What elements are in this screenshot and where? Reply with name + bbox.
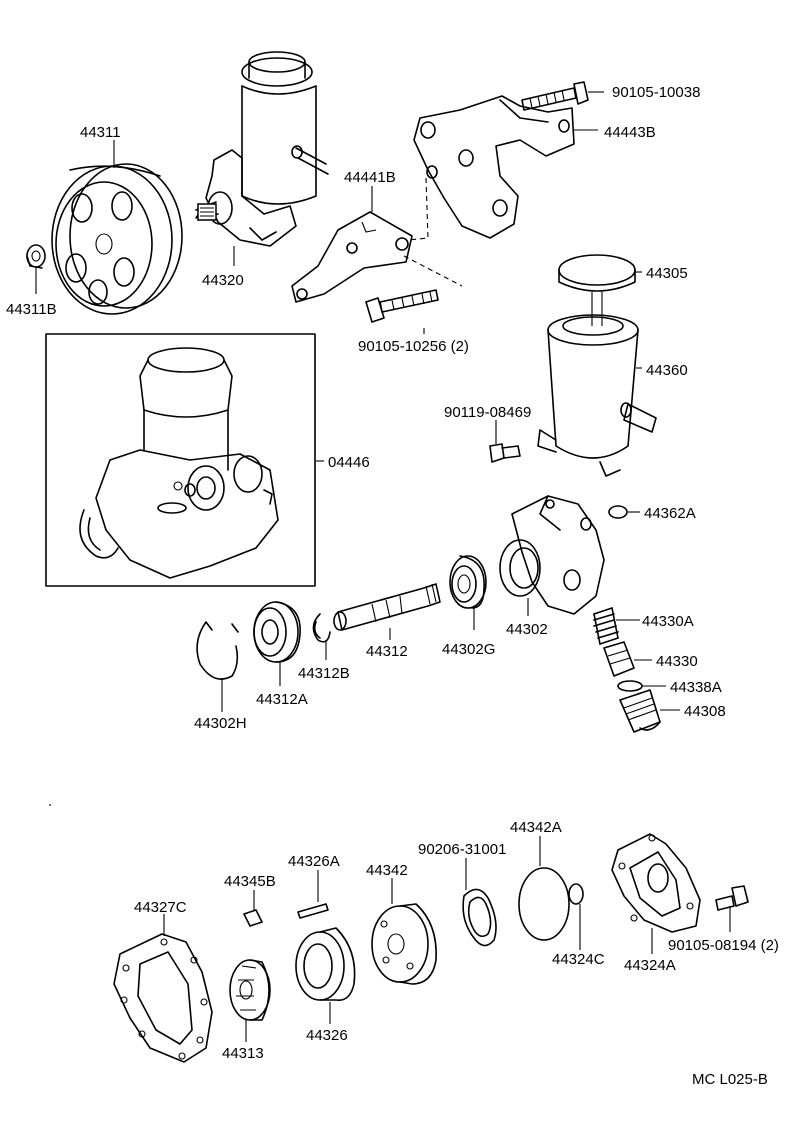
pump-body-drawing [499, 495, 605, 615]
gasket-44327C-drawing [113, 933, 213, 1063]
label-44345B: 44345B [224, 873, 276, 890]
label-44324A: 44324A [624, 957, 676, 974]
label-44326A: 44326A [288, 853, 340, 870]
label-90206-31001: 90206-31001 [418, 841, 506, 858]
label-44311: 44311 [80, 124, 121, 141]
bolt-90105-10038-drawing [521, 81, 589, 111]
bolt-90105-08194-drawing [715, 885, 749, 911]
label-44320: 44320 [202, 272, 244, 289]
label-44443B: 44443B [604, 124, 656, 141]
assembly-dashed-line [407, 177, 429, 241]
label-44312A: 44312A [256, 691, 308, 708]
kit-04446-box [45, 333, 316, 587]
label-90119-08469: 90119-08469 [444, 404, 531, 421]
vane-44345B-drawing [243, 909, 263, 927]
label-44342A: 44342A [510, 819, 562, 836]
bolt-90119-08469-drawing [489, 443, 521, 463]
cap-44305-drawing [558, 254, 636, 326]
snap-ring-44302H-drawing [196, 621, 239, 680]
label-44302: 44302 [506, 621, 548, 638]
label-90105-10256: 90105-10256 (2) [358, 338, 469, 355]
oring-44342A-drawing [518, 867, 570, 941]
gasket-90206-31001-drawing [462, 888, 497, 947]
oring-44338A-drawing [617, 680, 643, 692]
bracket-44441B-drawing [291, 211, 413, 303]
side-plate-44342-drawing [371, 903, 437, 985]
seal-44302G-drawing [449, 555, 487, 609]
label-44313: 44313 [222, 1045, 264, 1062]
assembly-dashed-line [403, 255, 463, 287]
label-44327C: 44327C [134, 899, 187, 916]
bearing-44312A-drawing [253, 601, 301, 663]
label-90105-08194: 90105-08194 (2) [668, 937, 779, 954]
bracket-44443B-drawing [413, 95, 575, 239]
shaft-44312-drawing [333, 583, 441, 631]
label-44302H: 44302H [194, 715, 247, 732]
bolt-90105-10256-drawing [365, 289, 439, 323]
plug-44308-drawing [619, 689, 661, 733]
leader-lines [35, 91, 731, 1042]
snap-ring-44312B-drawing [312, 613, 331, 643]
label-44311B: 44311B [6, 301, 57, 318]
oring-44362A-drawing [608, 505, 628, 519]
label-44330: 44330 [656, 653, 698, 670]
pin-44326A-drawing [297, 903, 329, 919]
nut-44311B-drawing [26, 244, 46, 269]
label-44302G: 44302G [442, 641, 495, 658]
reservoir-drawing [537, 314, 657, 477]
label-44324C: 44324C [552, 951, 605, 968]
oring-44324C-drawing [568, 883, 584, 905]
label-44360: 44360 [646, 362, 688, 379]
label-44338A: 44338A [670, 679, 722, 696]
label-44342: 44342 [366, 862, 408, 879]
label-44441B: 44441B [344, 169, 396, 186]
label-44362A: 44362A [644, 505, 696, 522]
cover-44324A-drawing [611, 833, 701, 933]
valve-44330-drawing [603, 641, 635, 677]
label-44330A: 44330A [642, 613, 694, 630]
label-44305: 44305 [646, 265, 688, 282]
label-04446: 04446 [328, 454, 370, 471]
cam-ring-44326-drawing [295, 927, 356, 1001]
label-44326: 44326 [306, 1027, 348, 1044]
label-44308: 44308 [684, 703, 726, 720]
pump-assembly-drawing [195, 51, 329, 247]
label-90105-10038: 90105-10038 [612, 84, 700, 101]
pulley-drawing [51, 163, 183, 315]
label-44312B: 44312B [298, 665, 350, 682]
label-44312: 44312 [366, 643, 408, 660]
spring-44330A-drawing [593, 607, 619, 645]
rotor-44313-drawing [229, 959, 271, 1021]
diagram-code: MC L025-B [692, 1071, 768, 1088]
